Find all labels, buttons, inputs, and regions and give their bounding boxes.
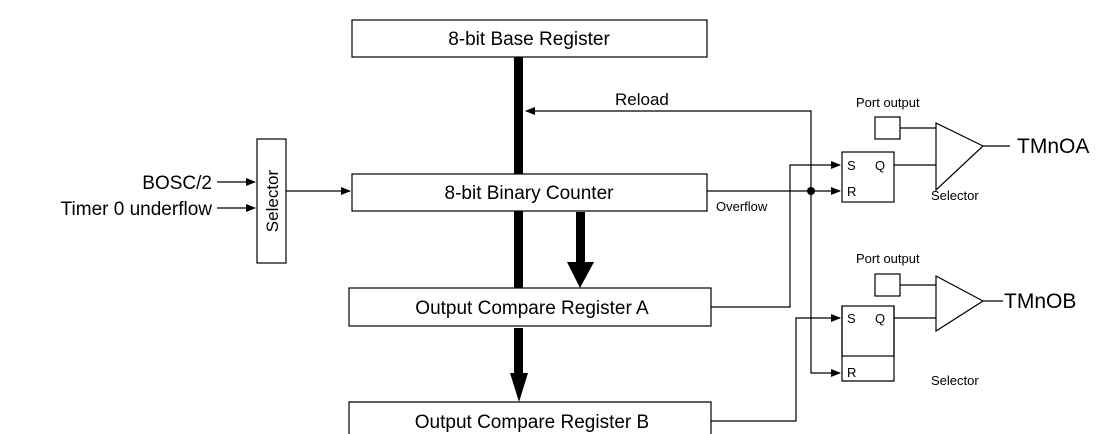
ff-a-r-label: R (847, 184, 856, 199)
bus-arrow-compare-b (510, 373, 528, 402)
bus-arrow-compare-a (567, 262, 594, 288)
compare-a-block: Output Compare Register A (348, 287, 712, 327)
tmnoa-label: TMnOA (1017, 135, 1089, 158)
ff-a-q-label: Q (875, 158, 885, 173)
base-to-counter-bus (514, 57, 523, 288)
compare-b-label: Output Compare Register B (415, 412, 649, 433)
compare-b-block: Output Compare Register B (348, 401, 712, 434)
compare-a-label: Output Compare Register A (415, 298, 649, 319)
binary-counter-label: 8-bit Binary Counter (445, 183, 615, 204)
port-output-b-box (874, 273, 901, 297)
port-output-a-box (874, 116, 901, 140)
selector-label: Selector (263, 169, 282, 232)
compare-b-to-ff-b-set (711, 314, 841, 422)
base-register-block: 8-bit Base Register (351, 19, 708, 58)
compare-a-to-ff-a-set (711, 161, 841, 308)
selector-block: Selector (256, 138, 287, 264)
port-output-b-label: Port output (856, 251, 920, 266)
reload-line (525, 107, 812, 191)
base-register-label: 8-bit Base Register (448, 29, 610, 50)
selector-b-triangle (935, 275, 985, 333)
bosc-input-label: BOSC/2 (142, 173, 212, 194)
ff-a-s-label: S (847, 158, 856, 173)
ff-b-q-label: Q (875, 311, 885, 326)
selector-b-label: Selector (931, 373, 979, 388)
timer0-input-label: Timer 0 underflow (61, 199, 213, 220)
selector-a-label: Selector (931, 188, 979, 203)
flipflop-b: S Q R (841, 305, 895, 382)
reload-label: Reload (615, 90, 669, 109)
counter-to-compare-a-bus (576, 212, 585, 262)
binary-counter-block: 8-bit Binary Counter (351, 173, 708, 212)
ff-b-r-label: R (847, 365, 856, 380)
ff-b-s-label: S (847, 311, 856, 326)
flipflop-a: S R Q (841, 151, 895, 203)
overflow-to-ff-b-reset (810, 191, 841, 377)
selector-a-triangle (935, 122, 985, 192)
port-output-a-label: Port output (856, 95, 920, 110)
counter-to-compare-b-bus (514, 328, 523, 373)
overflow-label: Overflow (716, 199, 768, 214)
tmnob-label: TMnOB (1004, 290, 1076, 313)
